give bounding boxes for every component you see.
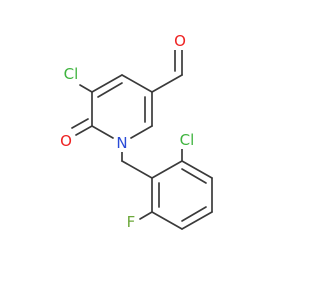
atom-o-aldehyde: O (172, 32, 188, 50)
bond-c2-n1 (130, 125, 153, 139)
bond-c3-cho (151, 74, 183, 93)
atom-cl-benzyl: Cl (176, 131, 198, 149)
bond-ar2-ar3-inner (181, 168, 207, 184)
bond-c5-c4-inner (97, 82, 123, 98)
atom-label-cl-top: Cl (64, 65, 79, 83)
atom-cl-top: Cl (60, 64, 82, 84)
atom-label-f-benzyl: F (127, 213, 136, 231)
bond-c5-cl (79, 84, 93, 93)
bond-ar1-ar2 (151, 160, 183, 179)
bond-c6-o-double (71, 118, 89, 129)
molecule-structure-canvas: Cl O O N Cl F (58, 32, 213, 231)
bond-c5-c4 (91, 74, 123, 93)
bond-ar5-ar6 (151, 211, 183, 230)
atom-label-o-keto: O (60, 132, 72, 150)
atom-label-o-aldehyde: O (174, 32, 186, 50)
bond-c6-o (75, 125, 93, 136)
bond-layer (71, 49, 213, 230)
atom-n-ring: N (114, 134, 130, 152)
bond-ar4-ar5-inner (181, 206, 207, 222)
atom-label-layer: Cl O O N Cl F (58, 32, 198, 231)
bond-ar2-ar3 (181, 160, 213, 179)
atom-f-benzyl: F (124, 213, 138, 231)
bond-ch2-aryl (121, 160, 153, 179)
bond-ar4-ar5 (181, 211, 213, 230)
atom-label-n-ring: N (116, 134, 127, 152)
bond-c4-c3 (121, 74, 153, 93)
bond-ar6-f (139, 211, 153, 220)
bond-n1-c6 (91, 125, 114, 139)
atom-o-keto: O (58, 132, 74, 150)
atom-label-cl-benzyl: Cl (180, 131, 195, 149)
